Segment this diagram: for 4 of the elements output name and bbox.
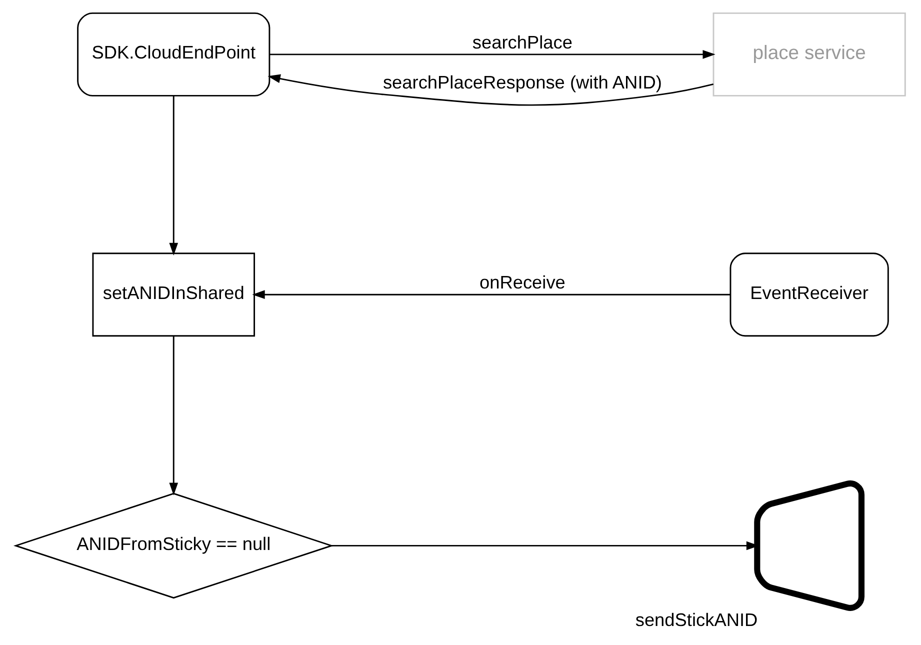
edge-label: searchPlace bbox=[472, 32, 572, 52]
edge-label: onReceive bbox=[479, 272, 566, 293]
edge-label: searchPlaceResponse (with ANID) bbox=[382, 72, 662, 92]
node-label: sendStickANID bbox=[635, 610, 758, 630]
